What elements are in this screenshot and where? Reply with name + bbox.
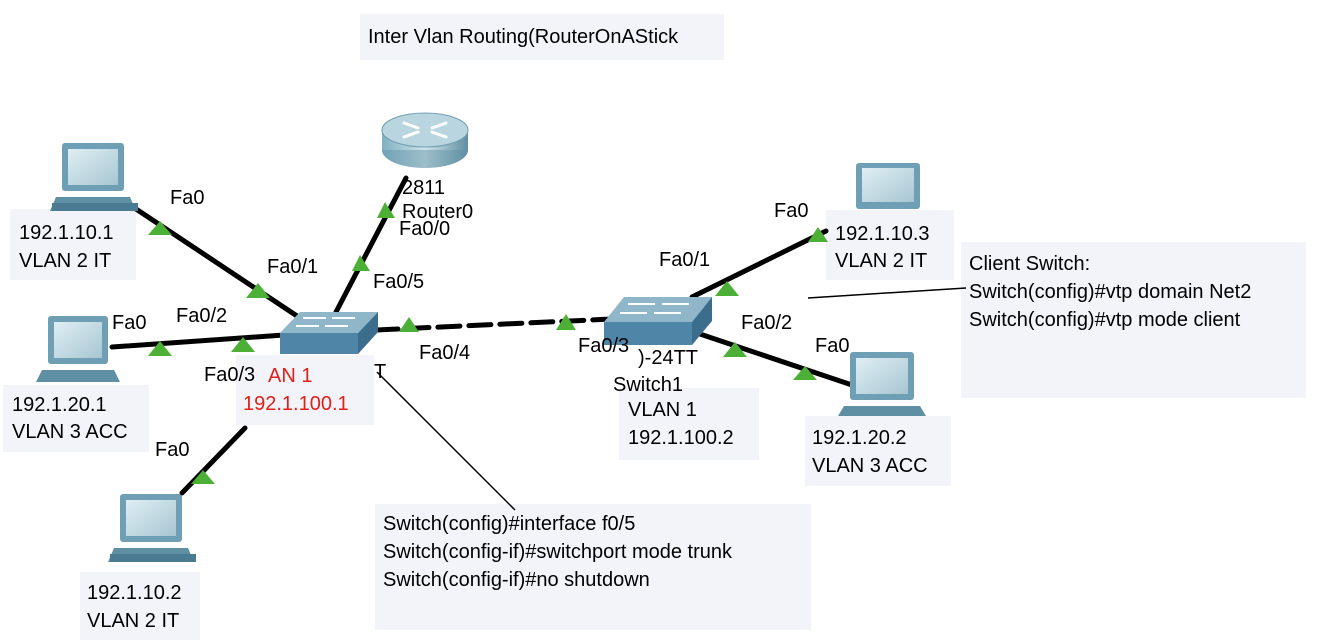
- client-switch-line: Switch(config)#vtp mode client: [969, 309, 1241, 331]
- title-box: Inter Vlan Routing(RouterOnAStick: [360, 14, 724, 60]
- status-up-icon: [793, 366, 817, 380]
- pc-ip-label: 192.1.10.3: [835, 223, 930, 245]
- client-switch-line: Switch(config)#vtp domain Net2: [969, 281, 1252, 303]
- link-pc2-switch0: [109, 331, 301, 350]
- pc-icon[interactable]: [36, 316, 120, 382]
- note-connector: [807, 287, 967, 299]
- status-up-icon: [377, 202, 395, 218]
- trunk-config-line: Switch(config-if)#switchport mode trunk: [383, 541, 733, 563]
- switch0-port-label: Fa0/4: [419, 342, 471, 364]
- pc5-label-box: [805, 416, 951, 486]
- status-up-icon: [556, 314, 576, 330]
- switch0-label-box: [236, 355, 374, 425]
- switch1-vlan-label: VLAN 1: [628, 399, 697, 421]
- switch0-port-label: Fa0/1: [267, 256, 319, 278]
- pc-port-label: Fa0: [774, 200, 809, 222]
- switch1-port-label: Fa0/3: [578, 335, 630, 357]
- status-up-icon: [191, 470, 215, 484]
- client-switch-note: Client Switch: Switch(config)#vtp domain…: [961, 242, 1306, 398]
- link-switch1-pc5: [685, 327, 855, 388]
- link-switch1-pc4: [689, 228, 829, 300]
- status-up-icon: [808, 227, 828, 242]
- pc-port-label: Fa0: [155, 439, 190, 461]
- switch0-ip-label: 192.1.100.1: [243, 393, 349, 415]
- router-port-label: Fa0/0: [399, 218, 451, 240]
- status-up-icon: [352, 255, 370, 271]
- switch0-icon[interactable]: [280, 312, 378, 354]
- switch1-port-label: Fa0/1: [659, 249, 711, 271]
- switch1-label-box: [619, 388, 759, 460]
- status-up-icon: [148, 341, 172, 356]
- trunk-config-line: Switch(config-if)#no shutdown: [383, 569, 650, 591]
- link-status-markers: [148, 202, 828, 484]
- switch0-port-label: Fa0/2: [176, 305, 228, 327]
- switch0-vlan-label: AN 1: [268, 365, 313, 387]
- link-pc3-switch0: [179, 425, 248, 496]
- pc-ip-label: 192.1.20.1: [12, 394, 107, 416]
- switch1-model-fragment: )-24TT: [638, 347, 698, 369]
- trunk-config-line: Switch(config)#interface f0/5: [383, 513, 636, 535]
- pc-icon[interactable]: [856, 163, 920, 209]
- status-up-icon: [399, 317, 419, 332]
- router-name-label: Router0: [402, 201, 474, 223]
- link-router-switch0: [333, 175, 409, 315]
- pc-vlan-label: VLAN 2 IT: [87, 610, 180, 632]
- switch1-name-label: Switch1: [613, 374, 684, 396]
- status-up-icon: [715, 281, 739, 296]
- diagram-title: Inter Vlan Routing(RouterOnAStick: [368, 26, 679, 48]
- router-model-label: 2811: [402, 177, 446, 199]
- switch1-port-label: Fa0/2: [741, 312, 793, 334]
- switch0-model-fragment: T: [374, 361, 387, 383]
- pc-vlan-label: VLAN 2 IT: [835, 250, 928, 272]
- switch1-icon[interactable]: [604, 297, 712, 345]
- switch0-port-label: Fa0/5: [373, 271, 425, 293]
- trunk-config-note: Switch(config)#interface f0/5 Switch(con…: [375, 504, 811, 630]
- pc-vlan-label: VLAN 3 ACC: [12, 421, 128, 443]
- pc-ip-label: 192.1.20.2: [812, 427, 907, 449]
- status-up-icon: [723, 342, 747, 357]
- switch0-port-label: Fa0/3: [204, 364, 256, 386]
- note-connector: [376, 371, 516, 511]
- router-icon[interactable]: [381, 112, 469, 168]
- pc2-label-box: [3, 385, 149, 452]
- pc-icon[interactable]: [838, 352, 926, 416]
- status-up-icon: [246, 283, 270, 298]
- pc-ip-label: 192.1.10.1: [19, 222, 114, 244]
- links: [109, 175, 855, 496]
- pc-icon[interactable]: [108, 494, 196, 562]
- pc3-label-box: [80, 572, 200, 640]
- pc-port-label: Fa0: [112, 312, 147, 334]
- status-up-icon: [231, 337, 255, 352]
- pc-vlan-label: VLAN 2 IT: [19, 250, 112, 272]
- pc-port-label: Fa0: [815, 335, 850, 357]
- switch1-ip-label: 192.1.100.2: [628, 427, 734, 449]
- client-switch-line: Client Switch:: [969, 253, 1091, 275]
- pc-port-label: Fa0: [170, 187, 205, 209]
- pc-vlan-label: VLAN 3 ACC: [812, 455, 928, 477]
- status-up-icon: [148, 221, 172, 235]
- pc4-label-box: [826, 210, 954, 280]
- pc-ip-label: 192.1.10.2: [87, 582, 182, 604]
- pc1-label-box: [10, 209, 136, 280]
- pc-icon[interactable]: [50, 143, 138, 211]
